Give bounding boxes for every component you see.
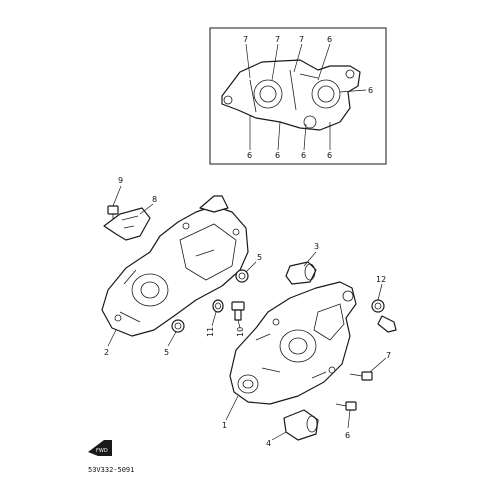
inset-small-bore	[303, 115, 317, 129]
callout-inset-7a: 7	[243, 35, 248, 44]
callout-1: 1	[222, 421, 227, 430]
callout-inset-6f: 6	[327, 151, 332, 160]
callout-10: 10	[236, 327, 245, 337]
callout-inset-6e: 6	[301, 151, 306, 160]
inset-bore-left	[253, 79, 283, 109]
inset-bore-right	[311, 79, 341, 109]
callout-3: 3	[314, 242, 319, 251]
fwd-label: FWD	[96, 448, 108, 454]
plug-part-10	[231, 301, 245, 321]
crankcase-left	[101, 195, 249, 337]
bolt-part-6	[335, 401, 357, 411]
dowel-part-5a	[235, 269, 249, 283]
washer-part-11	[212, 299, 224, 313]
callout-inset-6c: 6	[247, 151, 252, 160]
callout-inset-6d: 6	[275, 151, 280, 160]
dowel-part-5b	[171, 319, 185, 333]
crankcase-right-body	[229, 281, 357, 405]
crankcase-left-body	[101, 205, 249, 337]
callout-inset-6a: 6	[327, 35, 332, 44]
callout-inset-7b: 7	[275, 35, 280, 44]
callout-4: 4	[266, 439, 271, 448]
fitting-part-12	[371, 299, 397, 333]
inset-detail: 7 7 7 6 6 6 6 6 6	[209, 27, 387, 165]
bracket-part-8	[103, 207, 151, 241]
bearing-part-4	[283, 409, 319, 441]
callout-9: 9	[118, 176, 123, 185]
callout-8: 8	[152, 195, 157, 204]
bearing-part-3	[285, 261, 317, 285]
callout-7: 7	[386, 351, 391, 360]
main-leaders	[107, 185, 387, 441]
callout-5-lower: 5	[164, 348, 169, 357]
callout-11: 11	[206, 327, 215, 337]
callout-inset-6b: 6	[368, 86, 373, 95]
fwd-arrow-icon: FWD	[88, 440, 112, 456]
callout-12: 12	[376, 275, 386, 284]
inset-crankcase-outline	[221, 59, 361, 131]
callout-6: 6	[345, 431, 350, 440]
bolt-part-7	[349, 371, 373, 381]
crankcase-right	[229, 281, 357, 405]
callout-2: 2	[104, 348, 109, 357]
callout-inset-7c: 7	[299, 35, 304, 44]
diagram-code: 53V332-5091	[88, 466, 134, 474]
callout-5-upper: 5	[257, 253, 262, 262]
inset-leaders	[245, 43, 367, 151]
